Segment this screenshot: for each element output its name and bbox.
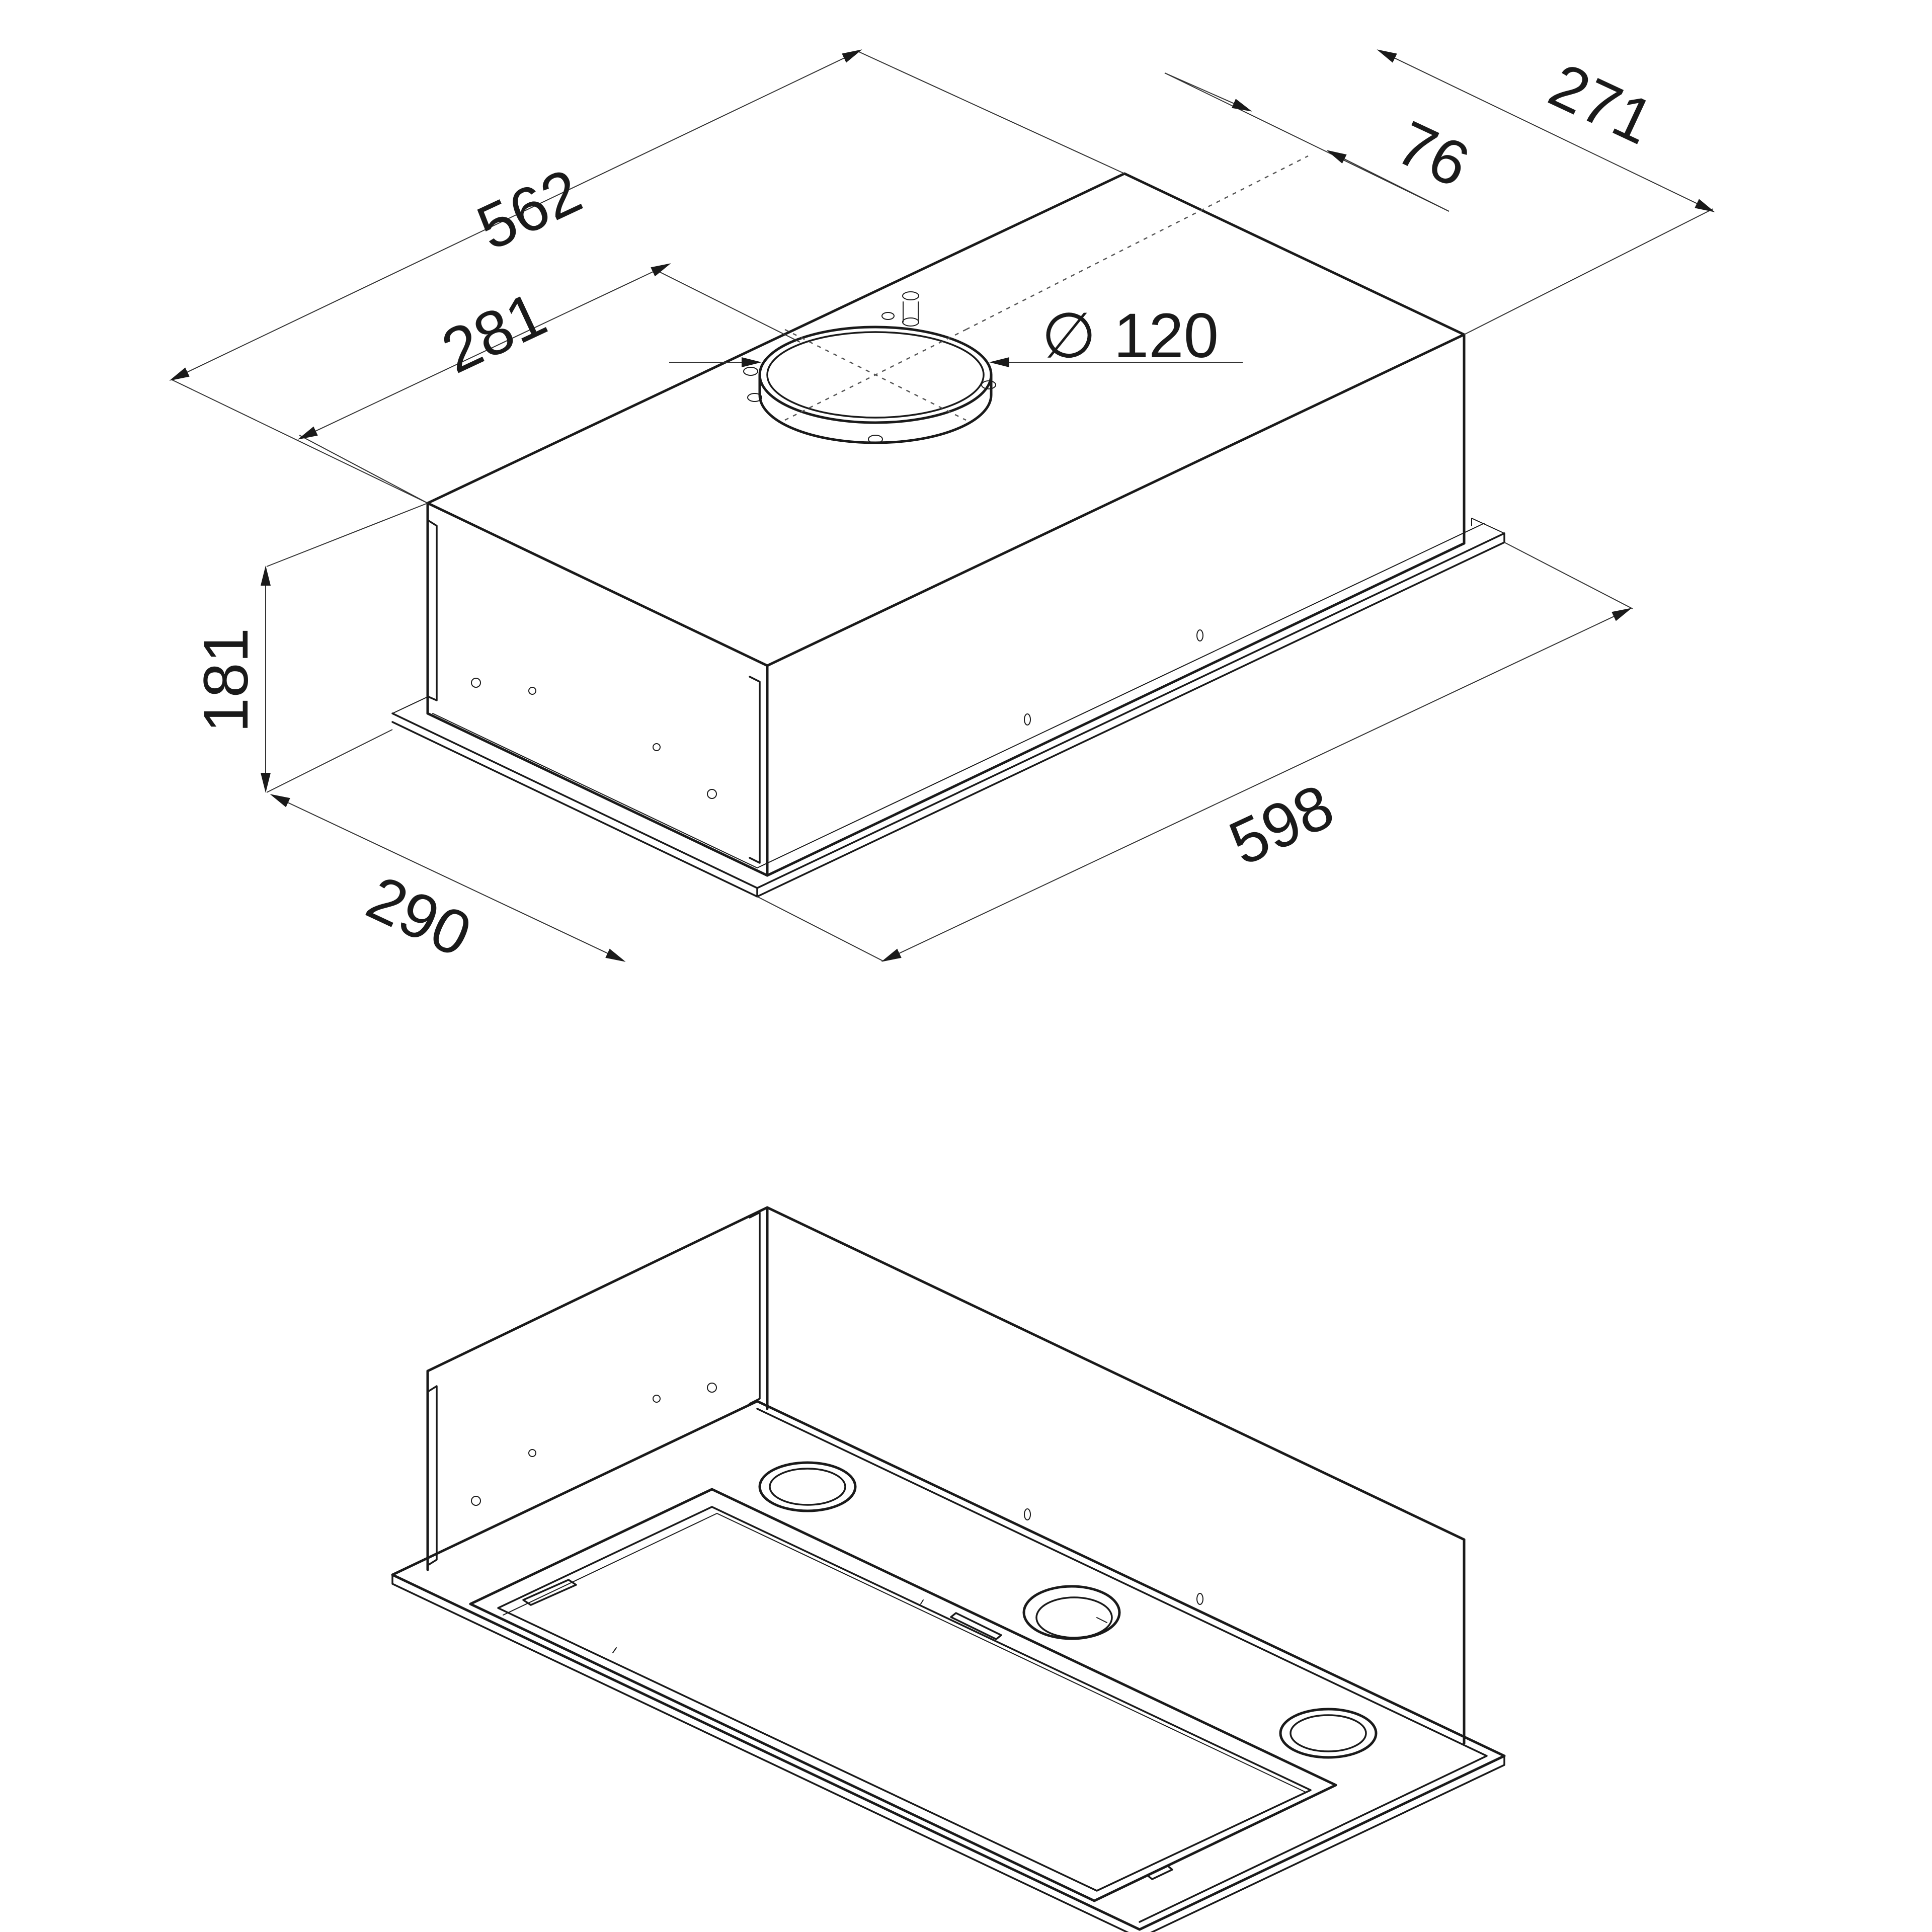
flange-outline	[391, 518, 1505, 898]
hood-bottom-view	[391, 1206, 1506, 1932]
hood-body	[426, 172, 1466, 877]
screw-hole	[653, 743, 661, 751]
dim-181: 181	[191, 628, 261, 733]
dim-562: 562	[467, 155, 592, 263]
hood-body-underside	[426, 1206, 1466, 1745]
motor-intake-icon	[1022, 1585, 1121, 1640]
screw-hole	[707, 789, 717, 799]
grease-filter-frame	[469, 1488, 1337, 1902]
slot-hole	[1024, 713, 1031, 726]
extension-lines	[172, 51, 1714, 961]
screw-hole	[528, 687, 536, 695]
lights-and-motor	[758, 1461, 1378, 1759]
dimension-lines	[169, 49, 1715, 962]
led-light-icon	[1279, 1708, 1378, 1759]
dim-diameter-120: ∅ 120	[1041, 301, 1219, 371]
dim-598: 598	[1219, 771, 1344, 878]
led-light-icon	[758, 1461, 857, 1512]
dim-290: 290	[357, 862, 481, 970]
duct-collar	[743, 291, 996, 444]
dim-281: 281	[432, 279, 556, 386]
dim-271: 271	[1539, 50, 1664, 157]
hood-top-view: 562 281 271 76 ∅ 120 181 290 598	[169, 49, 1715, 971]
screw-hole	[471, 678, 481, 688]
underside-flange	[391, 1400, 1506, 1932]
slot-hole	[1196, 629, 1203, 641]
